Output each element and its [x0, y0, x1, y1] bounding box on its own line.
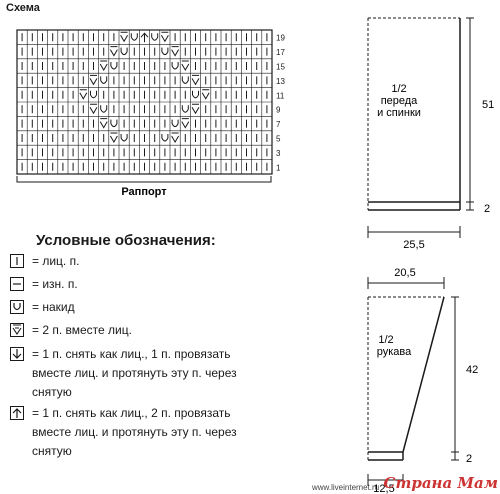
- front-label-line-2: переда: [381, 95, 418, 107]
- yarn-over-symbol: [120, 134, 128, 142]
- row-number: 11: [276, 91, 285, 100]
- k2tog-symbol: [181, 118, 190, 129]
- front-height-dimension: [367, 17, 474, 238]
- legend-text-sk2po-2: вместе лиц. и протянуть эту п. через: [32, 425, 237, 439]
- sleeve-label-line-1: 1/2: [378, 334, 393, 346]
- yarn-over-symbol: [110, 119, 118, 128]
- sleeve-dimensions: [367, 277, 459, 486]
- k2tog-symbol: [191, 74, 200, 86]
- stitch-chart: [16, 29, 273, 175]
- yarn-over-symbol: [171, 62, 179, 70]
- yarn-over-symbol: [192, 90, 199, 99]
- sleeve-outline: [367, 296, 445, 461]
- yarn-over-symbol: [181, 76, 189, 84]
- k2tog-symbol: [120, 31, 129, 43]
- k2tog-symbol: [109, 46, 118, 57]
- k2tog-symbol: [160, 31, 169, 43]
- legend-text-k2tog: = 2 п. вместе лиц.: [32, 323, 132, 337]
- k2tog-symbol: [181, 60, 190, 71]
- skpo-icon: [10, 347, 24, 361]
- legend-text-skpo-2: вместе лиц. и протянуть эту п. через: [32, 366, 237, 380]
- yarn-over-symbol: [130, 33, 138, 41]
- yarn-over-symbol: [90, 90, 97, 99]
- legend-text-yarn-over: = накид: [32, 300, 75, 314]
- front-label-line-3: и спинки: [377, 107, 421, 119]
- yarn-over-symbol: [110, 62, 118, 70]
- yarn-over-symbol: [100, 76, 108, 84]
- k2tog-symbol: [99, 118, 108, 129]
- legend-text-skpo-3: снятую: [32, 385, 72, 399]
- row-number: 7: [276, 120, 281, 129]
- k2tog-symbol: [201, 89, 210, 100]
- schema-title: Схема: [6, 2, 40, 14]
- yarn-over-symbol: [171, 119, 179, 128]
- knit-stitch-icon: [10, 254, 24, 268]
- k2tog-symbol: [89, 74, 98, 86]
- row-number: 15: [276, 63, 285, 72]
- row-number: 3: [276, 149, 281, 158]
- row-number: 1: [276, 163, 281, 172]
- k2tog-symbol: [171, 46, 180, 57]
- front-height-value: 51: [482, 99, 494, 111]
- sk2po-icon: [10, 406, 24, 420]
- row-number: 5: [276, 135, 281, 144]
- k2tog-icon: [10, 323, 24, 337]
- row-number: 9: [276, 106, 281, 115]
- legend-title: Условные обозначения:: [36, 232, 216, 249]
- yarn-over-icon: [10, 300, 24, 314]
- legend-text-sk2po-1: = 1 п. снять как лиц., 2 п. провязать: [32, 406, 231, 420]
- k2tog-symbol: [99, 60, 108, 71]
- row-number: 13: [276, 77, 285, 86]
- front-back-outline: [367, 17, 461, 211]
- front-rib-value: 2: [484, 203, 490, 215]
- k2tog-symbol: [171, 132, 180, 143]
- legend-text-purl: = изн. п.: [32, 277, 78, 291]
- yarn-over-symbol: [161, 47, 169, 56]
- rapport-bracket: [16, 176, 272, 183]
- sleeve-bottom-width-value: 12,5: [373, 483, 394, 494]
- sleeve-height-value: 42: [466, 364, 478, 376]
- watermark-url: www.liveinternet.ru: [312, 483, 380, 492]
- k2tog-symbol: [191, 103, 200, 115]
- sk2po-symbol: [140, 32, 149, 43]
- sleeve-rib-value: 2: [466, 453, 472, 465]
- legend-text-sk2po-3: снятую: [32, 444, 72, 458]
- yarn-over-symbol: [100, 105, 108, 113]
- k2tog-symbol: [109, 132, 118, 143]
- front-width-value: 25,5: [403, 239, 424, 251]
- legend-text-skpo-1: = 1 п. снять как лиц., 1 п. провязать: [32, 347, 231, 361]
- row-number: 19: [276, 34, 285, 43]
- yarn-over-symbol: [151, 33, 159, 41]
- watermark-logo: Страна Мам: [383, 474, 498, 492]
- yarn-over-symbol: [181, 105, 189, 113]
- row-number: 17: [276, 48, 285, 57]
- yarn-over-symbol: [161, 134, 169, 142]
- front-label-line-1: 1/2: [391, 83, 406, 95]
- rapport-label: Раппорт: [121, 186, 167, 198]
- k2tog-symbol: [79, 89, 88, 100]
- legend-text-knit: = лиц. п.: [32, 254, 80, 268]
- k2tog-symbol: [89, 103, 98, 115]
- yarn-over-symbol: [120, 47, 128, 56]
- sleeve-top-width-value: 20,5: [394, 267, 415, 279]
- row-numbers: 19 17 15 13 11 9 7 5 3 1: [276, 34, 285, 173]
- purl-stitch-icon: [10, 277, 24, 291]
- sleeve-label-line-2: рукава: [377, 346, 412, 358]
